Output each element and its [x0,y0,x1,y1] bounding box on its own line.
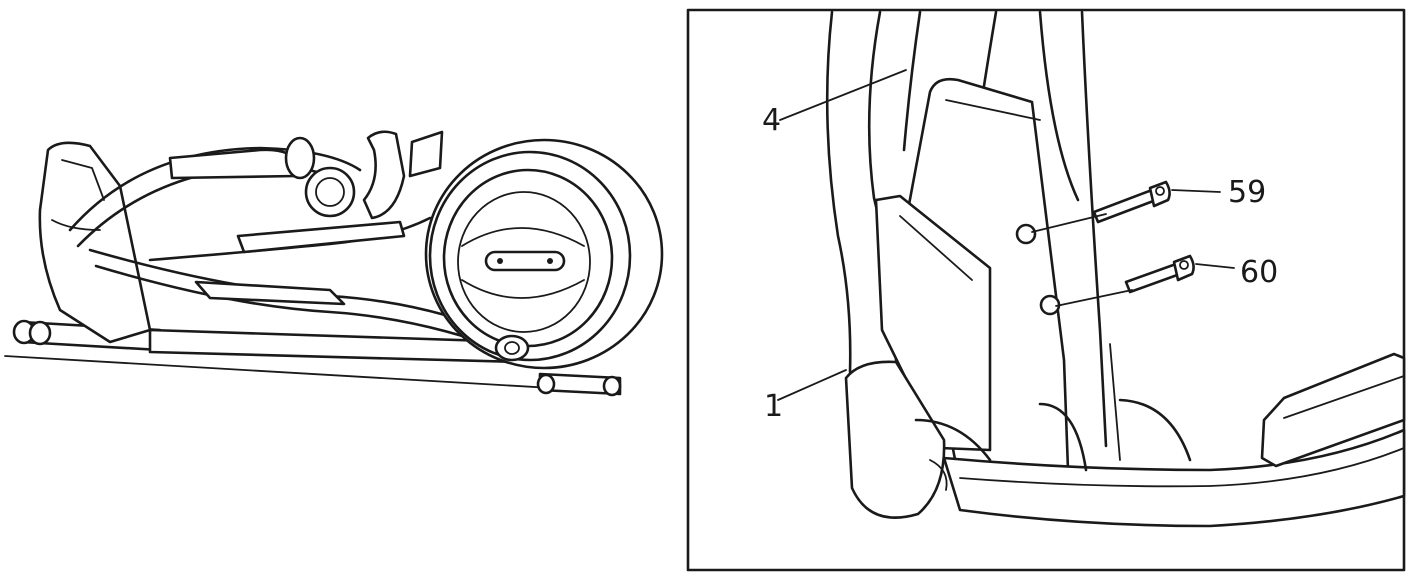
leader-59-hole [1031,213,1107,233]
elliptical-overview-drawing [4,130,664,397]
leader-60 [1195,263,1235,269]
mast-bolt-hole-lower [1039,294,1061,316]
leader-1 [777,369,847,401]
detail-panel: 4 1 59 60 [686,8,1406,572]
callout-1: 1 [764,389,783,424]
leader-59 [1171,189,1221,193]
leader-60-hole [1055,289,1133,307]
callout-4: 4 [762,103,781,138]
bolt-59 [1092,180,1171,224]
callout-60: 60 [1240,255,1278,290]
mast-bolt-hole-upper [1015,223,1037,245]
leader-4 [779,69,907,121]
console-box [1260,352,1406,468]
callout-59: 59 [1228,175,1266,210]
bolt-60 [1124,254,1195,294]
